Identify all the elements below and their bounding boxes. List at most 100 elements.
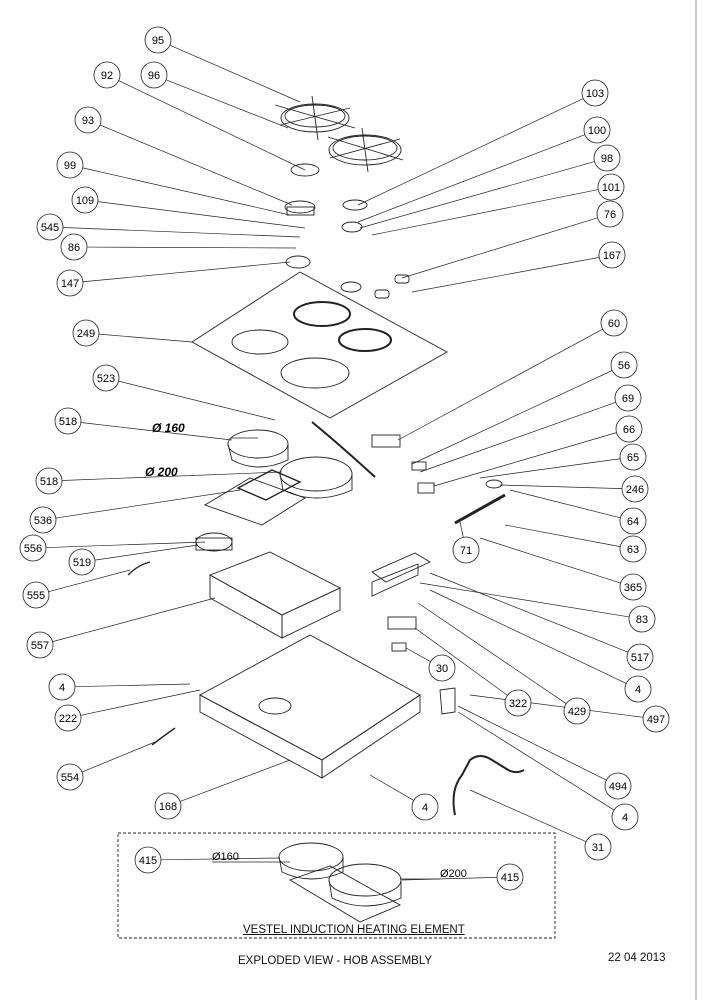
part-label: 93 xyxy=(82,115,94,127)
leader-line xyxy=(82,167,291,216)
part-label: 167 xyxy=(603,250,621,262)
callout-circle xyxy=(619,507,647,535)
callout-circle xyxy=(92,364,120,392)
callout-circle xyxy=(93,61,121,89)
induction-coil-160 xyxy=(227,429,289,459)
knob-167 xyxy=(394,274,410,284)
part-label: 518 xyxy=(59,416,77,428)
leader-line xyxy=(504,524,621,547)
part-label: 101 xyxy=(602,182,620,194)
callout-circle xyxy=(154,792,182,820)
cable-554 xyxy=(151,727,176,746)
part-label: 83 xyxy=(636,614,648,626)
callout-circle xyxy=(72,319,100,347)
part-label: 76 xyxy=(604,209,616,221)
inset-frame xyxy=(117,832,556,939)
leader-line xyxy=(80,422,233,441)
part-label: 92 xyxy=(101,70,113,82)
callout-circle xyxy=(584,833,612,861)
callout-circle xyxy=(60,233,88,261)
leader-line xyxy=(459,521,464,538)
part-label: 494 xyxy=(609,781,627,793)
leader-line xyxy=(48,569,131,592)
part-label: 71 xyxy=(460,545,472,557)
leader-line xyxy=(479,537,621,584)
callouts: 9596929399109545861472495235185185365565… xyxy=(19,26,670,891)
callout-circle xyxy=(611,803,639,831)
base-frame-front xyxy=(321,694,421,779)
part-label: 95 xyxy=(152,35,164,47)
leader-line xyxy=(411,257,600,293)
gas-tube xyxy=(311,421,376,478)
callout-circle xyxy=(619,573,647,601)
callout-circle xyxy=(54,704,82,732)
callout-circle xyxy=(626,643,654,671)
leader-line xyxy=(82,261,291,283)
electronics-tray-557 xyxy=(208,551,342,616)
part-label: 109 xyxy=(76,195,94,207)
gas-zone-1 xyxy=(293,301,351,327)
inset-dim-label-200: Ø200 xyxy=(440,868,467,880)
part-label: 429 xyxy=(568,706,586,718)
base-frame-side xyxy=(199,694,323,779)
leader-line xyxy=(414,627,508,696)
gas-pipe-31 xyxy=(452,755,525,816)
callout-circle xyxy=(563,697,591,725)
callout-circle xyxy=(628,605,656,633)
inset-tray xyxy=(288,865,402,923)
part-label: 365 xyxy=(624,582,642,594)
bracket-494 xyxy=(439,687,456,715)
part-label: 555 xyxy=(27,590,45,602)
callout-circle xyxy=(68,548,96,576)
fitting-246 xyxy=(485,479,503,489)
callout-circle xyxy=(54,407,82,435)
burner-cap-92 xyxy=(290,163,320,177)
burner-base-147 xyxy=(285,255,311,269)
control-bracket xyxy=(371,563,419,597)
leader-line xyxy=(469,694,644,718)
burner-base-2 xyxy=(340,281,362,293)
footer-date: 22 04 2013 xyxy=(608,952,666,964)
pan-support-large xyxy=(327,127,404,173)
base-hole xyxy=(258,697,292,715)
leader-line xyxy=(417,602,567,704)
burner-crown-99 xyxy=(284,200,316,214)
dim-label-160: Ø 160 xyxy=(152,421,185,435)
switch-30 xyxy=(391,642,407,652)
part-label: 66 xyxy=(623,424,635,436)
pan-support-small xyxy=(274,95,356,141)
zone-left xyxy=(231,329,289,355)
dim-label-200: Ø 200 xyxy=(145,465,178,479)
callout-circle xyxy=(56,269,84,297)
part-label: 556 xyxy=(24,543,42,555)
leader-line xyxy=(118,80,306,171)
callout-circle xyxy=(598,241,626,269)
leader-line xyxy=(401,877,498,881)
leader-line xyxy=(118,380,276,421)
part-label: 86 xyxy=(68,242,80,254)
leader-line xyxy=(433,432,617,487)
callout-circle xyxy=(621,475,649,503)
leader-line xyxy=(429,589,627,684)
leader-line xyxy=(429,572,629,653)
part-label: 60 xyxy=(608,318,620,330)
part-label: 415 xyxy=(139,855,157,867)
inset-coil-160 xyxy=(278,842,344,872)
leader-line xyxy=(457,711,615,811)
inset-title: VESTEL INDUCTION HEATING ELEMENT xyxy=(243,924,465,936)
leader-line xyxy=(98,333,193,343)
part-label: 147 xyxy=(61,278,79,290)
part-label: 64 xyxy=(627,516,639,528)
part-label: 96 xyxy=(148,70,160,82)
part-label: 4 xyxy=(635,684,641,696)
leader-line xyxy=(61,471,283,481)
burner-crown-body xyxy=(286,206,315,216)
part-label: 63 xyxy=(627,544,639,556)
inset-coil-200-body xyxy=(328,879,402,907)
part-label: 518 xyxy=(40,476,58,488)
leader-line xyxy=(165,79,289,129)
zone-front xyxy=(280,357,350,389)
callout-circle xyxy=(48,673,76,701)
parts-drawing xyxy=(117,95,556,939)
callout-circle xyxy=(496,863,524,891)
